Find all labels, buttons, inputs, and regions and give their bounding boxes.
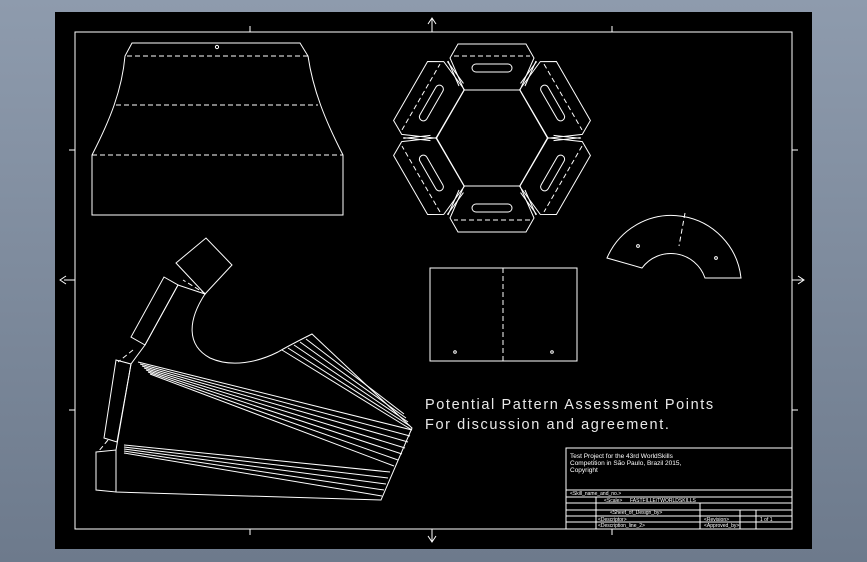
skill-name-field: <Skill_name_and_no.>	[570, 491, 621, 497]
center-marker-left	[59, 275, 67, 285]
title-line-2: Competition in São Paulo, Brazil 2015,	[570, 460, 681, 467]
sheet-design-field: <Sheet_of_Design_by>	[610, 510, 662, 516]
sheet-number-field: 1 of 1	[760, 517, 773, 523]
hexagon-flat-pattern[interactable]	[388, 43, 596, 233]
descriptor-field: <Descriptor>	[598, 517, 627, 523]
revision-field: <Revision>	[704, 517, 729, 523]
title-block[interactable]: Test Project for the 43rd WorldSkills Co…	[565, 447, 793, 530]
hopper-flat-pattern[interactable]	[91, 42, 344, 216]
annotation-line-1: Potential Pattern Assessment Points	[425, 397, 715, 413]
drawing-title-field: FASTFILLE/TWORLDSKILLS	[630, 498, 697, 504]
title-line-1: Test Project for the 43rd WorldSkills	[570, 453, 674, 460]
description-line-field: <Description_line_2>	[598, 523, 645, 529]
annotation-line-2: For discussion and agreement.	[425, 417, 670, 433]
radial-fold-lines	[123, 338, 413, 497]
segmented-elbow-pattern[interactable]	[95, 237, 413, 501]
center-marker-right	[797, 275, 805, 285]
approved-by-field: <Approved_by>	[704, 523, 739, 529]
scale-field: <Scale>	[604, 498, 622, 504]
border-ticks	[64, 22, 803, 540]
title-line-3: Copyright	[570, 467, 598, 474]
center-marker-top	[427, 17, 437, 30]
center-marker-bottom	[427, 530, 437, 543]
cone-arc-pattern[interactable]	[606, 212, 742, 279]
rectangular-panel-pattern[interactable]	[429, 267, 578, 362]
